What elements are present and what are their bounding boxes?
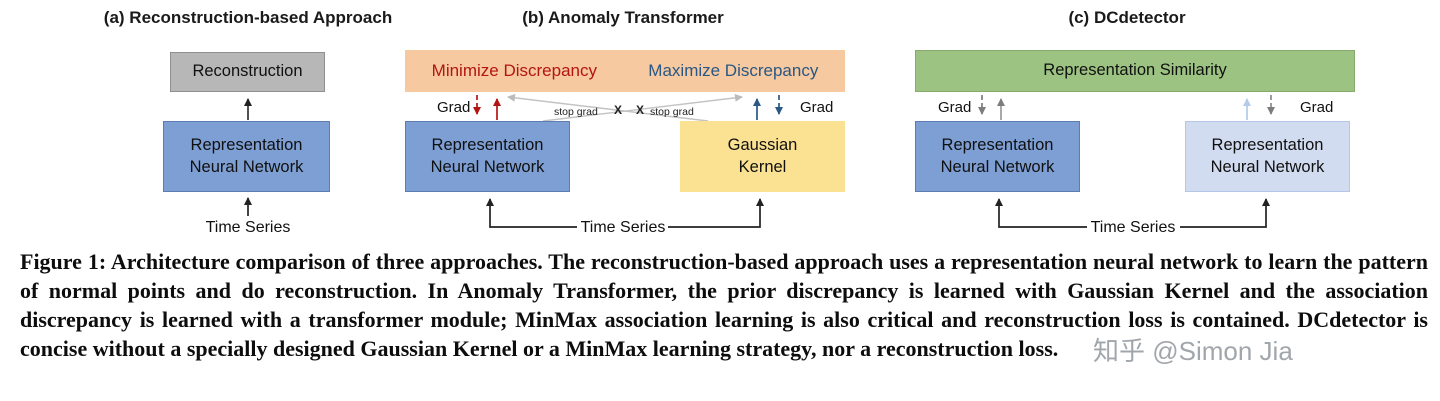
stop-grad-left-x-mark: X	[614, 103, 623, 117]
gaussian-kernel-box: Gaussian Kernel	[680, 121, 845, 192]
panel-c-grad-right-label: Grad	[1300, 99, 1334, 116]
discrepancy-box: Minimize Discrepancy Maximize Discrepanc…	[405, 50, 845, 92]
stop-grad-right-label: stop grad	[650, 106, 694, 118]
panel-a-network-box: Representation Neural Network	[163, 121, 330, 192]
panel-c-network-box-left: Representation Neural Network	[915, 121, 1080, 192]
panel-c-grad-left-label: Grad	[938, 99, 972, 116]
panel-c-time-series-label: Time Series	[1090, 219, 1176, 236]
representation-similarity-box: Representation Similarity	[915, 50, 1355, 92]
stop-grad-left-label: stop grad	[554, 106, 598, 118]
panel-b-time-series-label: Time Series	[580, 219, 666, 236]
panel-a-title: (a) Reconstruction-based Approach	[103, 8, 393, 27]
panel-c-network-box-right: Representation Neural Network	[1185, 121, 1350, 192]
watermark: 知乎 @Simon Jia	[1093, 336, 1293, 366]
panel-b-network-box: Representation Neural Network	[405, 121, 570, 192]
panel-b-grad-right-label: Grad	[800, 99, 834, 116]
maximize-discrepancy-label: Maximize Discrepancy	[648, 60, 819, 80]
architecture-figure: (a) Reconstruction-based Approach Recons…	[103, 8, 1355, 236]
figure-caption: Figure 1: Architecture comparison of thr…	[20, 249, 1428, 362]
minimize-discrepancy-label: Minimize Discrepancy	[431, 60, 597, 80]
panel-b-grad-left-label: Grad	[437, 99, 471, 116]
panel-a-time-series-label: Time Series	[205, 219, 291, 236]
panel-c-title: (c) DCdetector	[1068, 8, 1186, 27]
stop-grad-right-x-mark: X	[636, 103, 645, 117]
panel-b-title: (b) Anomaly Transformer	[522, 8, 724, 27]
reconstruction-box: Reconstruction	[170, 52, 325, 92]
